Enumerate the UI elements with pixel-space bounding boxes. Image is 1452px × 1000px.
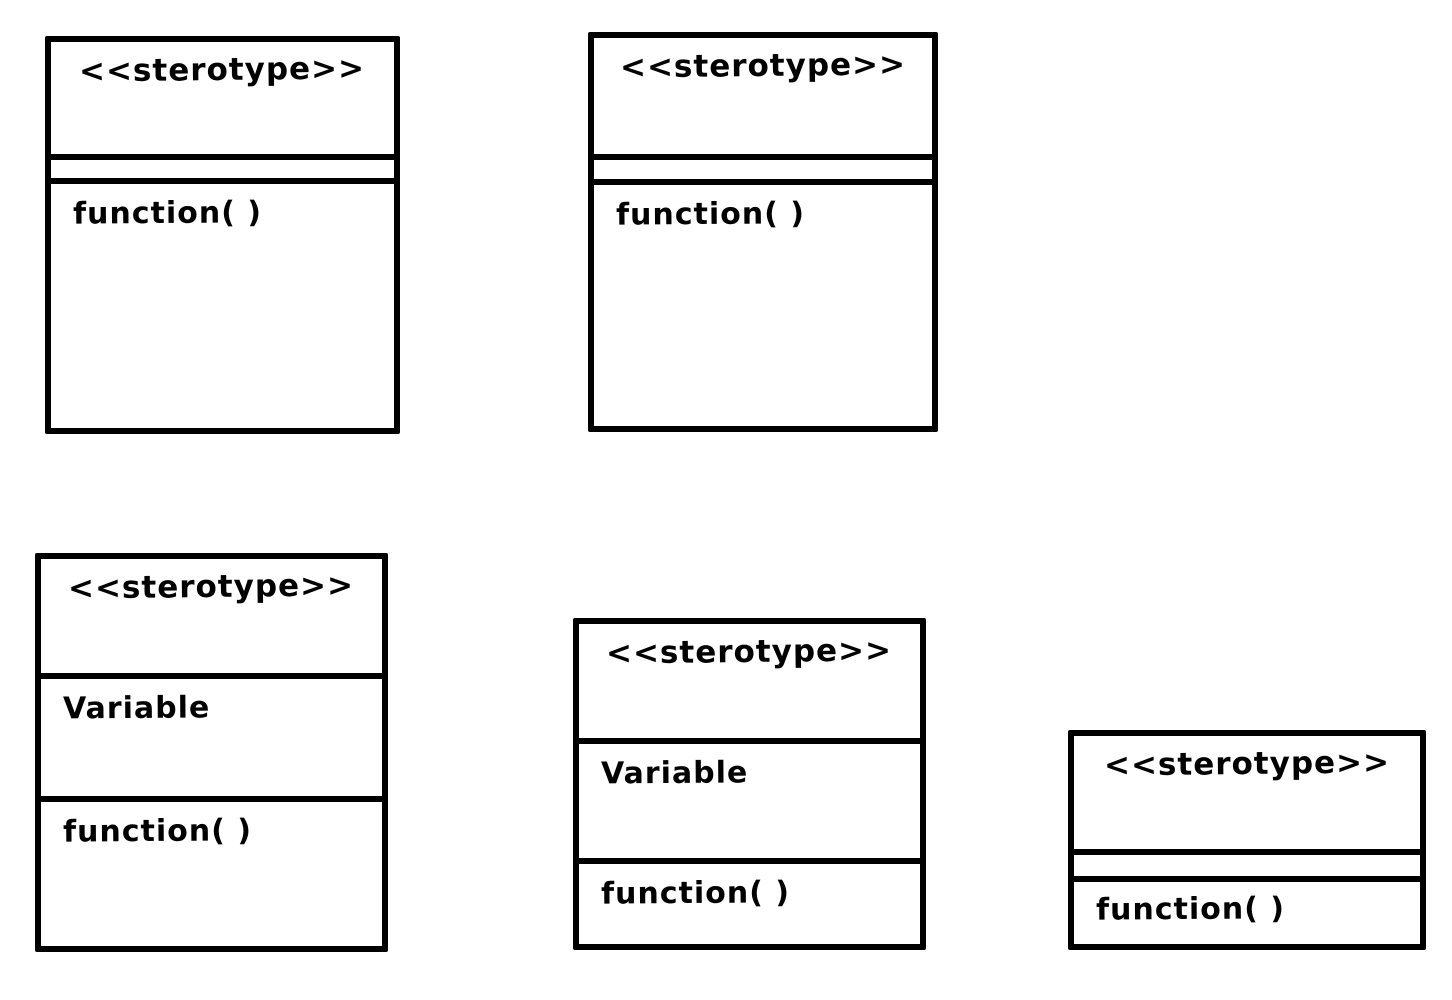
operation-label: function( ) [72,195,263,232]
class-box-3: <<sterotype>> Variable function( ) [35,553,388,952]
operations-section: function( ) [1074,876,1420,944]
operation-label: function( ) [1095,891,1286,928]
operations-section: function( ) [51,178,394,428]
attributes-section: Variable [579,738,920,858]
stereotype-label: <<sterotype>> [1103,744,1391,784]
class-box-2: <<sterotype>> function( ) [588,32,938,432]
attributes-section [51,154,394,178]
class-box-5: <<sterotype>> function( ) [1068,730,1426,950]
operations-section: function( ) [41,796,382,946]
operations-section: function( ) [594,179,932,426]
attribute-label: Variable [62,690,211,727]
stereotype-section: <<sterotype>> [1074,736,1420,849]
attribute-label [1074,860,1096,870]
stereotype-label: <<sterotype>> [68,567,355,607]
stereotype-section: <<sterotype>> [594,38,932,154]
attribute-label [594,163,616,175]
stereotype-section: <<sterotype>> [579,624,920,738]
stereotype-label: <<sterotype>> [619,46,907,86]
stereotype-label: <<sterotype>> [79,50,366,90]
attribute-label: Variable [600,755,749,792]
class-box-1: <<sterotype>> function( ) [45,36,400,434]
stereotype-section: <<sterotype>> [51,42,394,154]
operation-label: function( ) [600,875,791,912]
attribute-label [51,163,73,175]
attributes-section [1074,849,1420,876]
class-box-4: <<sterotype>> Variable function( ) [573,618,926,950]
operation-label: function( ) [615,196,806,233]
operations-section: function( ) [579,858,920,944]
stereotype-section: <<sterotype>> [41,559,382,673]
stereotype-label: <<sterotype>> [606,632,893,672]
attributes-section [594,154,932,179]
operation-label: function( ) [62,813,253,850]
attributes-section: Variable [41,673,382,796]
